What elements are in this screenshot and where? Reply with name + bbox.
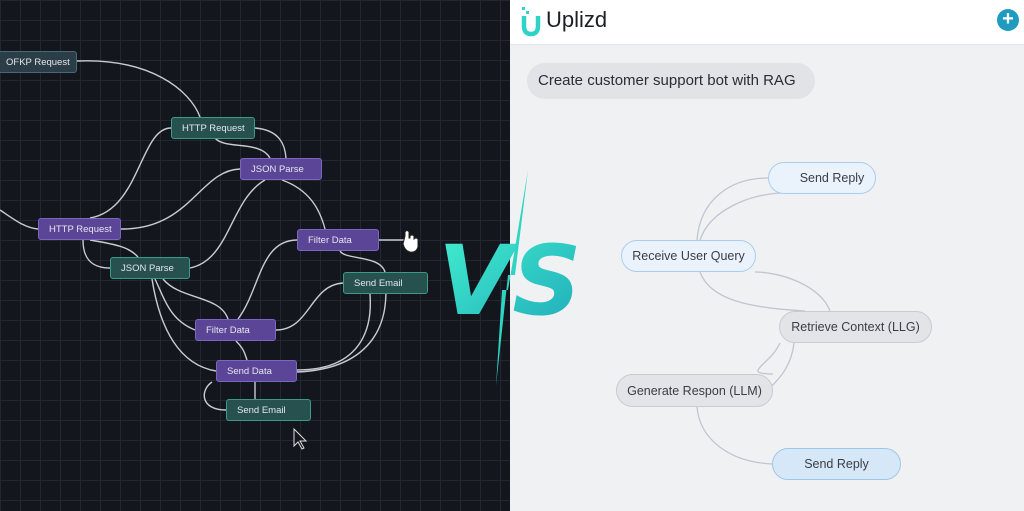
node-label: Receive User Query bbox=[632, 249, 745, 263]
flow-connections bbox=[696, 177, 831, 465]
new-chat-button[interactable]: + bbox=[997, 9, 1019, 31]
node-receive-user-query[interactable]: Receive User Query bbox=[621, 240, 756, 272]
node-label: Generate Respon (LLM) bbox=[627, 383, 762, 398]
node-label: HTTP Request bbox=[49, 223, 112, 235]
node-http-request[interactable]: HTTP Request bbox=[171, 117, 255, 139]
uplizd-logo-icon bbox=[521, 7, 541, 37]
node-ofkp-request[interactable]: OFKP Request bbox=[0, 51, 77, 73]
node-label: JSON Parse bbox=[251, 163, 304, 175]
brand-name: Uplizd bbox=[546, 7, 608, 32]
node-send-reply[interactable]: Send Reply bbox=[772, 448, 901, 480]
node-label: OFKP Request bbox=[6, 56, 70, 68]
node-generate-response[interactable]: Generate Respon (LLM) bbox=[616, 374, 773, 407]
hand-cursor-icon bbox=[402, 230, 419, 253]
node-label: Filter Data bbox=[206, 324, 250, 336]
node-json-parse[interactable]: JSON Parse bbox=[240, 158, 322, 180]
node-label: Send Email bbox=[354, 277, 403, 289]
node-label: Send Reply bbox=[799, 171, 865, 185]
manual-workflow-canvas[interactable]: OFKP Request HTTP Request JSON Parse HTT… bbox=[0, 0, 510, 511]
connection-lines bbox=[0, 60, 405, 411]
node-filter-data[interactable]: Filter Data bbox=[297, 229, 379, 251]
node-send-data[interactable]: Send Data bbox=[216, 360, 297, 382]
node-http-request[interactable]: HTTP Request bbox=[38, 218, 121, 240]
node-send-email[interactable]: Send Email bbox=[226, 399, 311, 421]
prompt-message: Create customer support bot with RAG bbox=[527, 63, 815, 99]
node-label: Retrieve Context (LLG) bbox=[791, 320, 920, 334]
node-json-parse[interactable]: JSON Parse bbox=[110, 257, 190, 279]
arrow-cursor-icon bbox=[293, 427, 308, 450]
node-send-email[interactable]: Send Email bbox=[343, 272, 428, 294]
node-label: Filter Data bbox=[308, 234, 352, 246]
node-label: HTTP Request bbox=[182, 122, 245, 134]
node-label: JSON Parse bbox=[121, 262, 174, 274]
node-label: Send Reply bbox=[804, 457, 869, 471]
node-label: Send Data bbox=[227, 365, 272, 377]
app-header: Uplizd + bbox=[510, 0, 1024, 45]
node-filter-data[interactable]: Filter Data bbox=[195, 319, 276, 341]
node-send-reply[interactable]: Send Reply bbox=[768, 162, 876, 194]
node-retrieve-context[interactable]: Retrieve Context (LLG) bbox=[779, 311, 932, 343]
node-label: Send Email bbox=[237, 404, 286, 416]
uplizd-app: Uplizd + Create customer support bot wit… bbox=[510, 0, 1024, 511]
cursors bbox=[293, 230, 419, 450]
